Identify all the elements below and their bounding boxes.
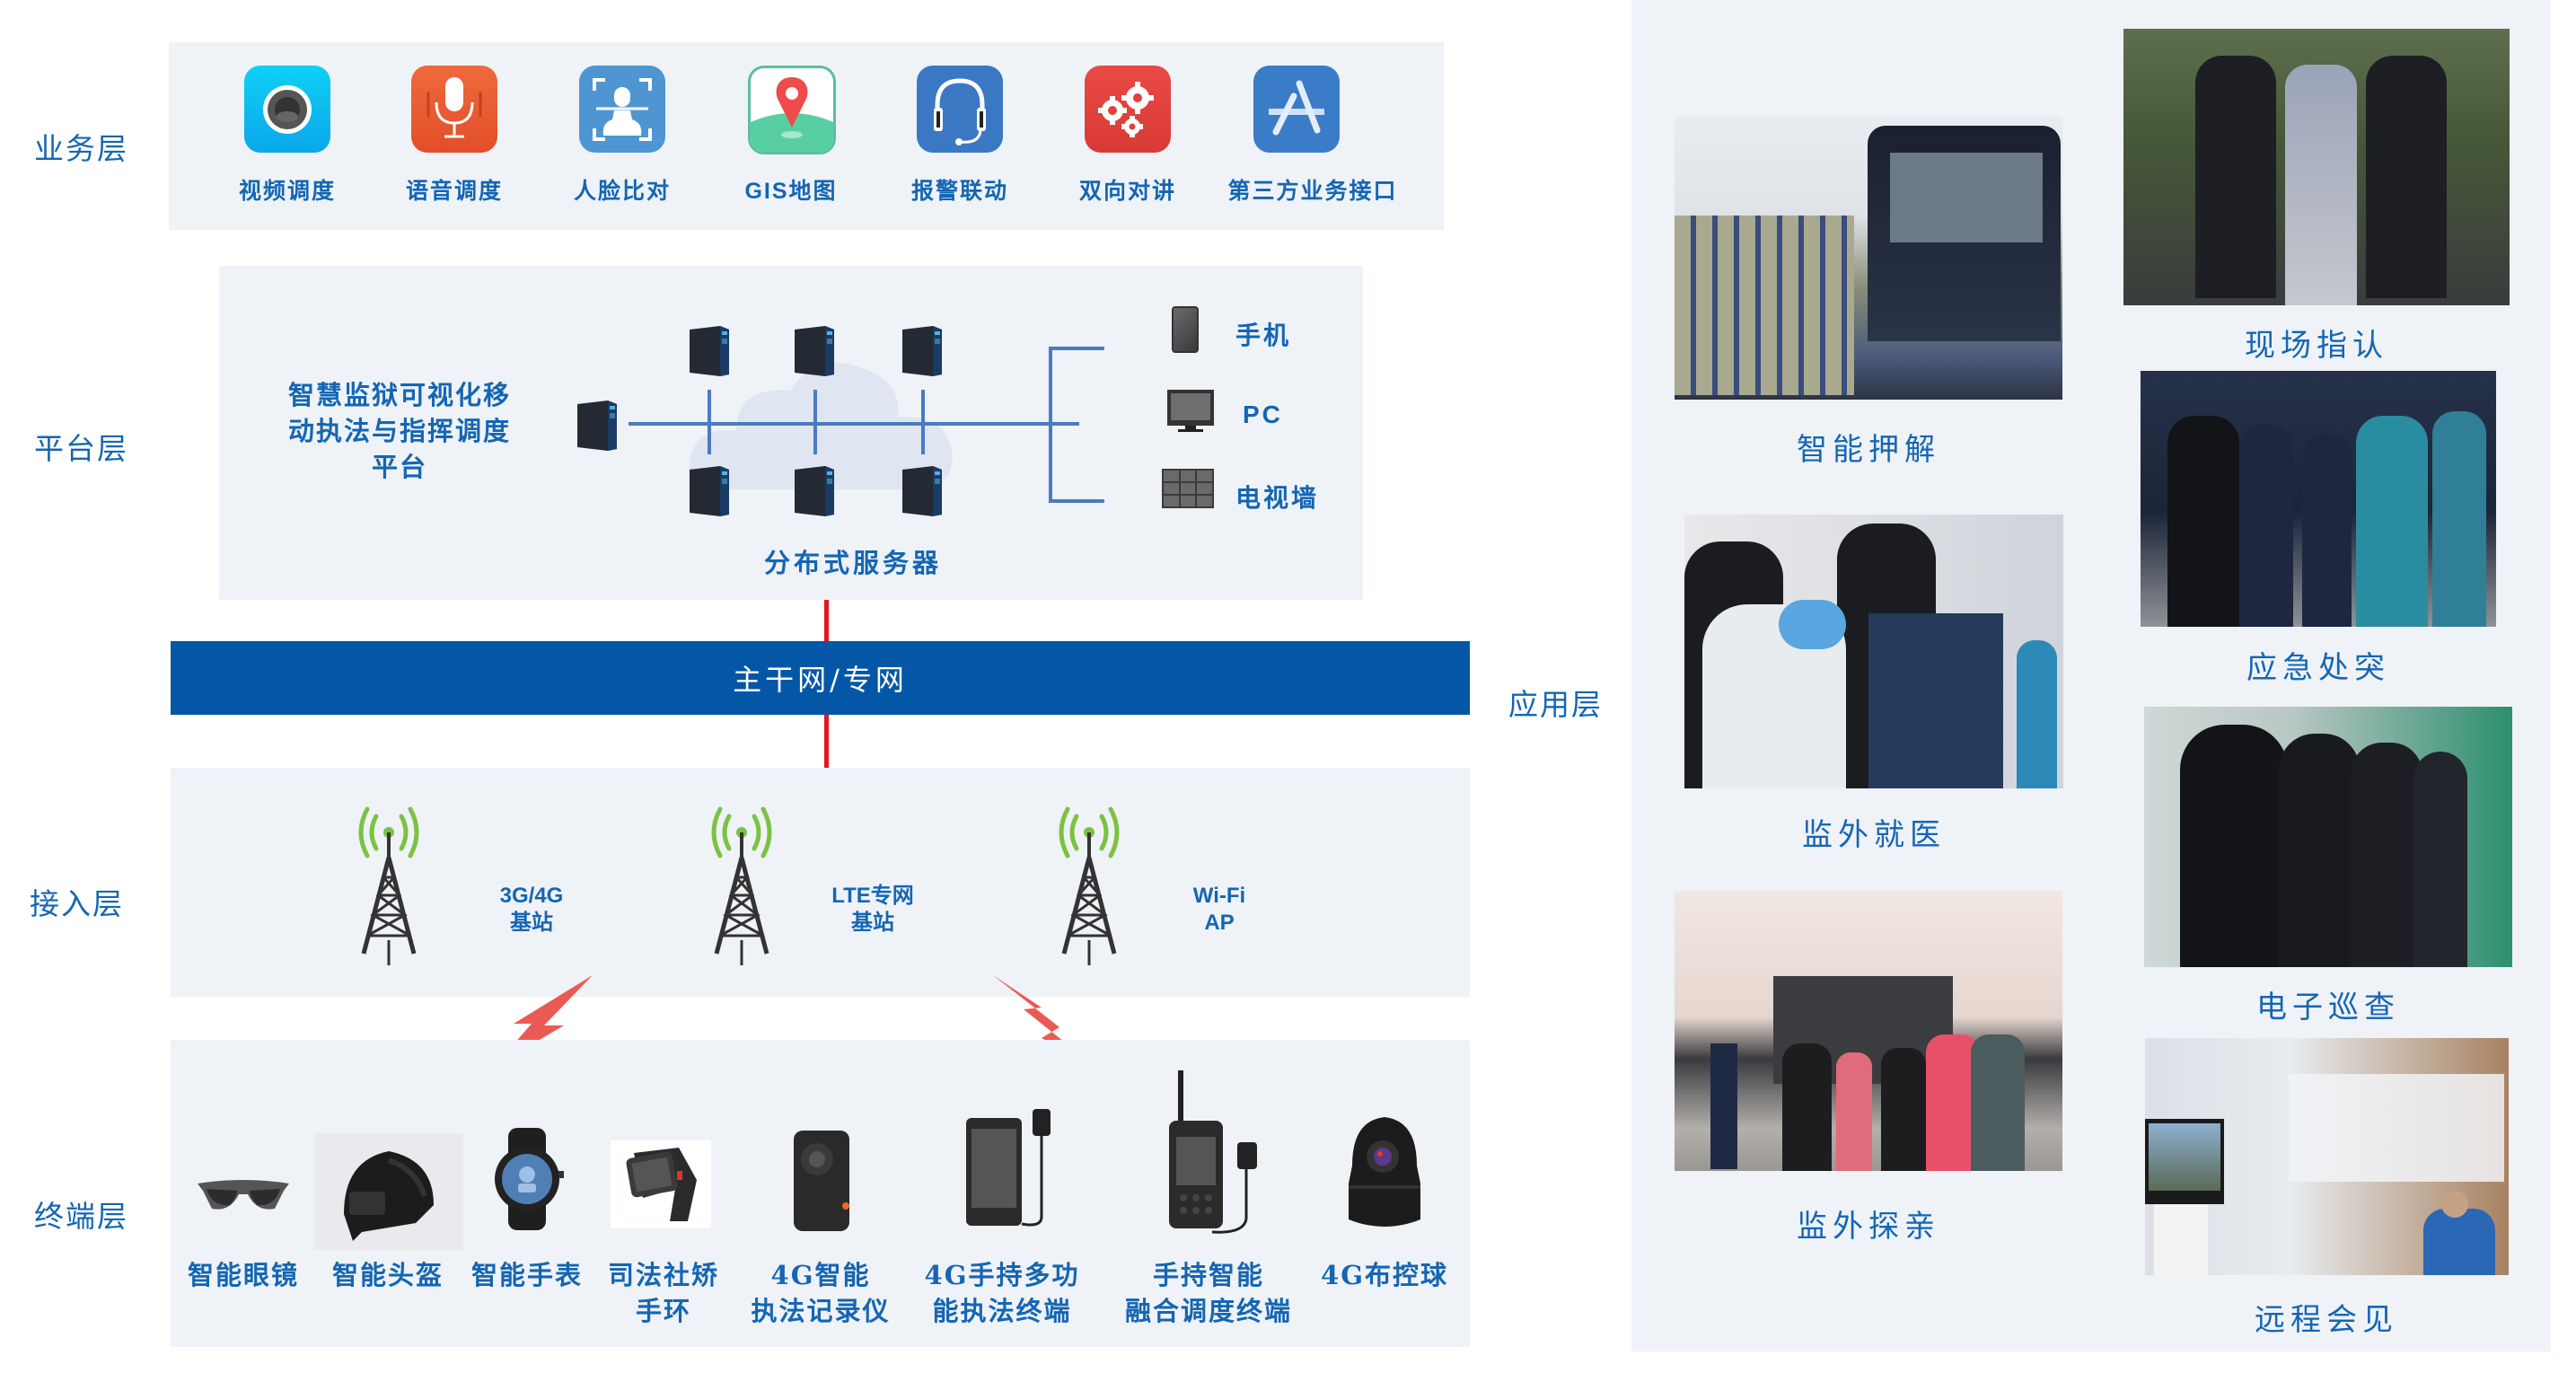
scene-photo-electronic-patrol — [2144, 707, 2512, 967]
app-label: GIS地图 — [744, 179, 838, 204]
app-label: 视频调度 — [238, 178, 336, 204]
platform-title-line: 智慧监狱可视化移 — [287, 380, 511, 410]
video-wall-icon — [1162, 469, 1214, 512]
cell-tower-icon — [706, 805, 778, 971]
radio-terminal-icon — [1158, 1070, 1266, 1240]
terminal-device-label: 4G布控球 — [1286, 1257, 1483, 1293]
layer-label-terminal: 终端层 — [34, 1199, 128, 1234]
scene-photo-remote-meeting — [2145, 1038, 2509, 1275]
access-station-label: Wi-Fi AP — [1156, 883, 1282, 937]
server-icon — [901, 324, 944, 376]
scene-photo-escort — [1675, 117, 2062, 400]
scene-label: 智能押解 — [1797, 432, 1940, 468]
access-station-label: LTE专网 基站 — [810, 883, 936, 937]
terminal-device-label: 4G智能 执法记录仪 — [722, 1257, 919, 1329]
station-line1: LTE专网 — [831, 884, 914, 908]
gears-icon[interactable] — [1085, 66, 1171, 153]
backbone-label: 主干网/专网 — [733, 663, 908, 697]
station-line2: 基站 — [851, 911, 894, 935]
app-label: 人脸比对 — [573, 178, 671, 204]
layer-label-platform: 平台层 — [34, 431, 128, 466]
dome-camera-icon — [1347, 1112, 1422, 1237]
device-line1: 智能手表 — [470, 1260, 583, 1290]
server-icon — [576, 399, 619, 451]
mobile-phone-icon — [1172, 306, 1199, 353]
server-icon — [793, 464, 836, 516]
backbone-network-bar: 主干网/专网 — [171, 641, 1470, 715]
app-label: 语音调度 — [405, 178, 503, 204]
smart-glasses-icon — [194, 1176, 293, 1219]
wristband-icon — [611, 1140, 711, 1228]
station-line2: 基站 — [510, 911, 553, 935]
scene-label: 应急处突 — [2246, 650, 2390, 686]
connector-line — [824, 600, 829, 643]
device-line2: 能执法终端 — [932, 1296, 1072, 1326]
terminal-device-label: 司法社矫 手环 — [565, 1257, 762, 1329]
smart-helmet-icon — [314, 1133, 463, 1250]
app-store-icon[interactable] — [1253, 66, 1340, 153]
client-label: PC — [1243, 400, 1283, 428]
server-icon — [793, 324, 836, 376]
terminal-device-label: 智能眼镜 — [145, 1257, 342, 1293]
device-line2: 执法记录仪 — [751, 1296, 891, 1326]
terminal-device-label: 智能手表 — [428, 1257, 626, 1293]
layer-label-business: 业务层 — [34, 131, 128, 166]
scene-photo-family-visit — [1675, 891, 2062, 1171]
access-station-label: 3G/4G 基站 — [469, 883, 594, 937]
connector-line — [824, 715, 829, 769]
device-line1: 4G智能 — [770, 1260, 871, 1290]
map-pin-icon[interactable] — [748, 66, 836, 154]
app-label: 第三方业务接口 — [1227, 178, 1398, 204]
client-label: 手机 — [1235, 321, 1292, 350]
platform-title: 智慧监狱可视化移 动执法与指挥调度 平台 — [256, 377, 543, 485]
terminal-device-label: 4G手持多功 能执法终端 — [903, 1257, 1101, 1329]
device-line2: 融合调度终端 — [1124, 1296, 1292, 1326]
headset-icon[interactable] — [917, 66, 1003, 153]
device-line1: 智能眼镜 — [187, 1260, 299, 1290]
camera-icon[interactable] — [244, 66, 330, 153]
cell-tower-icon — [1053, 805, 1125, 971]
layer-label-application: 应用层 — [1508, 687, 1603, 722]
layer-label-access: 接入层 — [30, 886, 124, 921]
device-line1: 4G手持多功 — [924, 1260, 1080, 1290]
scene-label: 现场指认 — [2245, 328, 2388, 364]
terminal-device-label: 智能头盔 — [289, 1257, 487, 1293]
handheld-terminal-icon — [959, 1109, 1058, 1238]
terminal-device-label: 手持智能 融合调度终端 — [1110, 1257, 1307, 1329]
device-line1: 司法社矫 — [607, 1260, 719, 1290]
wireless-link-bolt-icon — [993, 975, 1095, 1067]
body-camera-icon — [790, 1127, 853, 1238]
client-label: 电视墙 — [1235, 483, 1320, 513]
scene-label: 远程会见 — [2255, 1302, 2398, 1338]
app-label: 报警联动 — [910, 178, 1008, 204]
station-line1: 3G/4G — [499, 884, 564, 908]
scene-label: 监外探亲 — [1797, 1209, 1940, 1245]
scene-label: 监外就医 — [1802, 817, 1946, 853]
server-icon — [901, 464, 944, 516]
scene-photo-outside-medical — [1684, 515, 2063, 788]
monitor-icon — [1167, 390, 1214, 436]
face-recognition-icon[interactable] — [579, 66, 665, 153]
platform-title-line: 动执法与指挥调度 — [287, 416, 511, 446]
platform-title-line: 平台 — [371, 452, 427, 482]
smart-watch-icon — [487, 1128, 567, 1234]
scene-photo-emergency-response — [2141, 371, 2496, 627]
scene-photo-on-site-identification — [2123, 29, 2510, 305]
scene-label: 电子巡查 — [2256, 990, 2400, 1025]
cloud-icon — [690, 362, 953, 489]
device-line1: 4G布控球 — [1321, 1260, 1448, 1290]
device-line1: 智能头盔 — [331, 1260, 444, 1290]
servers-label: 分布式服务器 — [763, 548, 942, 578]
station-line1: Wi-Fi — [1192, 884, 1246, 908]
server-icon — [688, 324, 731, 376]
microphone-icon[interactable] — [411, 66, 497, 153]
station-line2: AP — [1204, 911, 1235, 935]
cell-tower-icon — [353, 805, 425, 971]
server-network-lines — [629, 347, 1104, 503]
server-icon — [688, 464, 731, 516]
app-label: 双向对讲 — [1078, 178, 1176, 204]
device-line1: 手持智能 — [1152, 1260, 1264, 1290]
device-line2: 手环 — [635, 1296, 691, 1326]
